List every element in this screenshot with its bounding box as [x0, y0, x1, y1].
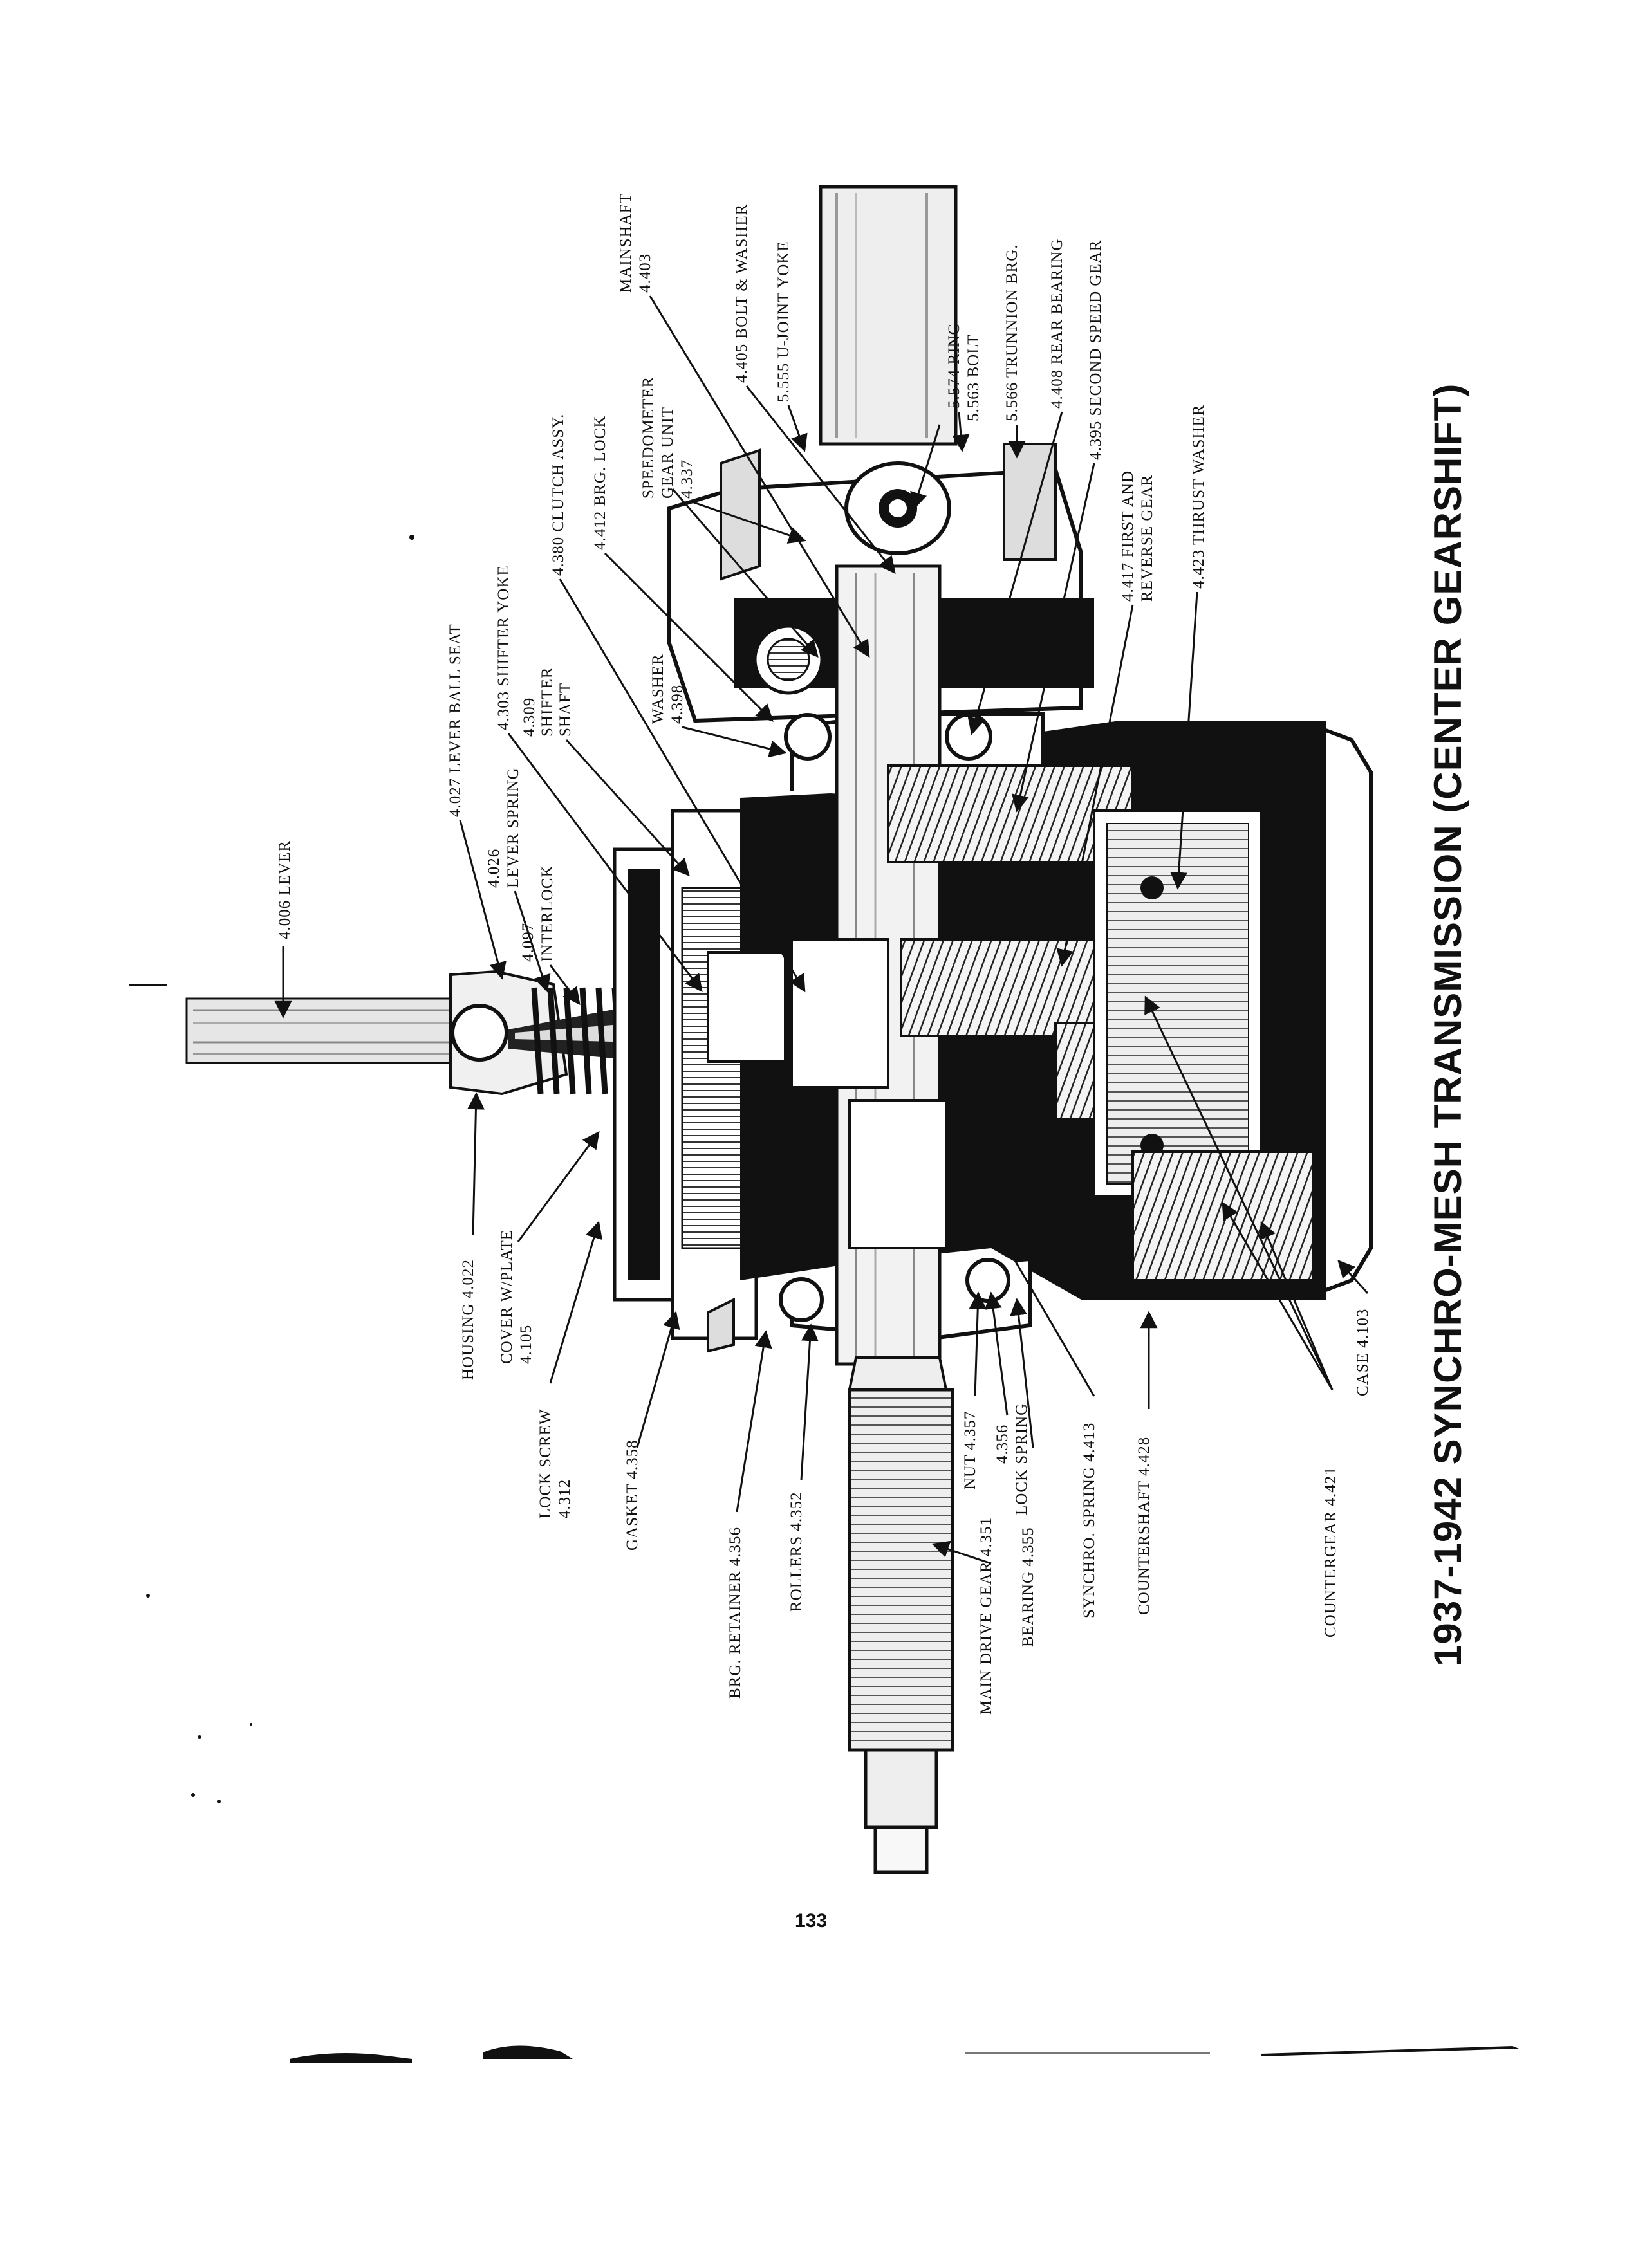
- callout-lever-spring-name: LEVER SPRING: [505, 767, 522, 888]
- gear-cluster: [707, 764, 1314, 1282]
- callout-clutch-assy: 4.380 CLUTCH ASSY.: [550, 414, 567, 576]
- callout-countershaft: COUNTERSHAFT 4.428: [1135, 1437, 1153, 1615]
- gearshift-lever: [185, 997, 458, 1064]
- callout-lock-screw-name: LOCK SCREW: [537, 1409, 554, 1518]
- callout-bolt: 5.563 BOLT: [965, 335, 982, 421]
- input-shaft: [848, 1356, 954, 1874]
- callout-rear-bearing: 4.408 REAR BEARING: [1048, 238, 1066, 409]
- callout-shifter-shaft-number: 4.309: [521, 697, 538, 737]
- page-title: 1937-1942 SYNCHRO-MESH TRANSMISSION (CEN…: [1426, 383, 1469, 1666]
- cover-plate: [613, 809, 758, 1340]
- callout-brg-retainer: BRG. RETAINER 4.356: [727, 1527, 744, 1699]
- callout-trunnion-brg: 5.566 TRUNNION BRG.: [1003, 244, 1021, 422]
- callout-mainshaft-number: 4.403: [637, 254, 654, 293]
- callout-lock-spring-number: 4.356: [994, 1424, 1011, 1464]
- callout-nut: NUT 4.357: [962, 1411, 979, 1489]
- callout-lock-screw-number: 4.312: [556, 1479, 573, 1518]
- callout-washer-name: WASHER: [649, 654, 667, 724]
- callout-shifter-shaft-name2: SHAFT: [557, 683, 574, 737]
- callout-bolt-washer: 4.405 BOLT & WASHER: [733, 204, 750, 383]
- callout-interlock-name: INTERLOCK: [539, 865, 556, 962]
- callout-first-reverse-gear-line2: REVERSE GEAR: [1139, 475, 1156, 602]
- callout-rollers: ROLLERS 4.352: [788, 1491, 805, 1612]
- callout-bearing: BEARING 4.355: [1019, 1527, 1037, 1647]
- callout-second-speed-gear: 4.395 SECOND SPEED GEAR: [1087, 240, 1104, 460]
- callout-speedometer-name1: SPEEDOMETER: [640, 376, 657, 499]
- callout-lever-spring-number: 4.026: [485, 849, 503, 888]
- callout-case: CASE 4.103: [1354, 1309, 1371, 1396]
- callout-lever: 4.006 LEVER: [276, 840, 293, 939]
- callout-housing: HOUSING 4.022: [460, 1259, 477, 1380]
- callout-thrust-washer: 4.423 THRUST WASHER: [1190, 405, 1207, 589]
- scan-artifacts: [129, 535, 1519, 2063]
- page-number: 133: [795, 1910, 827, 1931]
- callout-cover-number: 4.105: [517, 1325, 535, 1364]
- callout-shifter-yoke: 4.303 SHIFTER YOKE: [495, 565, 512, 730]
- callout-gasket: GASKET 4.358: [624, 1439, 641, 1551]
- callout-lever-ball-seat: 4.027 LEVER BALL SEAT: [447, 623, 464, 817]
- callout-first-reverse-gear-line1: 4.417 FIRST AND: [1119, 470, 1137, 602]
- leader-lines: [274, 295, 1369, 1565]
- callout-speedometer-name2: GEAR UNIT: [659, 407, 676, 499]
- callout-countergear: COUNTERGEAR 4.421: [1322, 1466, 1339, 1637]
- callout-cover-name: COVER W/PLATE: [498, 1230, 516, 1364]
- callout-speedometer-number: 4.337: [678, 459, 696, 499]
- callout-ujoint-yoke: 5.555 U-JOINT YOKE: [775, 241, 792, 402]
- callout-washer-number: 4.398: [669, 685, 686, 724]
- callout-synchro-spring: SYNCHRO. SPRING 4.413: [1081, 1423, 1098, 1618]
- callout-shifter-shaft-name1: SHIFTER: [539, 667, 556, 737]
- callout-main-drive-gear: MAIN DRIVE GEAR 4.351: [978, 1517, 995, 1715]
- callout-lock-spring-name: LOCK SPRING: [1013, 1403, 1030, 1515]
- callout-mainshaft-name: MAINSHAFT: [617, 193, 635, 293]
- front-bearing: [707, 1258, 1010, 1353]
- callout-labels: 4.006 LEVER 4.027 LEVER BALL SEAT 4.026 …: [276, 193, 1371, 1715]
- callout-interlock-number: 4.097: [519, 923, 537, 962]
- callout-brg-lock: 4.412 BRG. LOCK: [591, 416, 609, 550]
- callout-ring: 5.574 RING: [945, 322, 963, 409]
